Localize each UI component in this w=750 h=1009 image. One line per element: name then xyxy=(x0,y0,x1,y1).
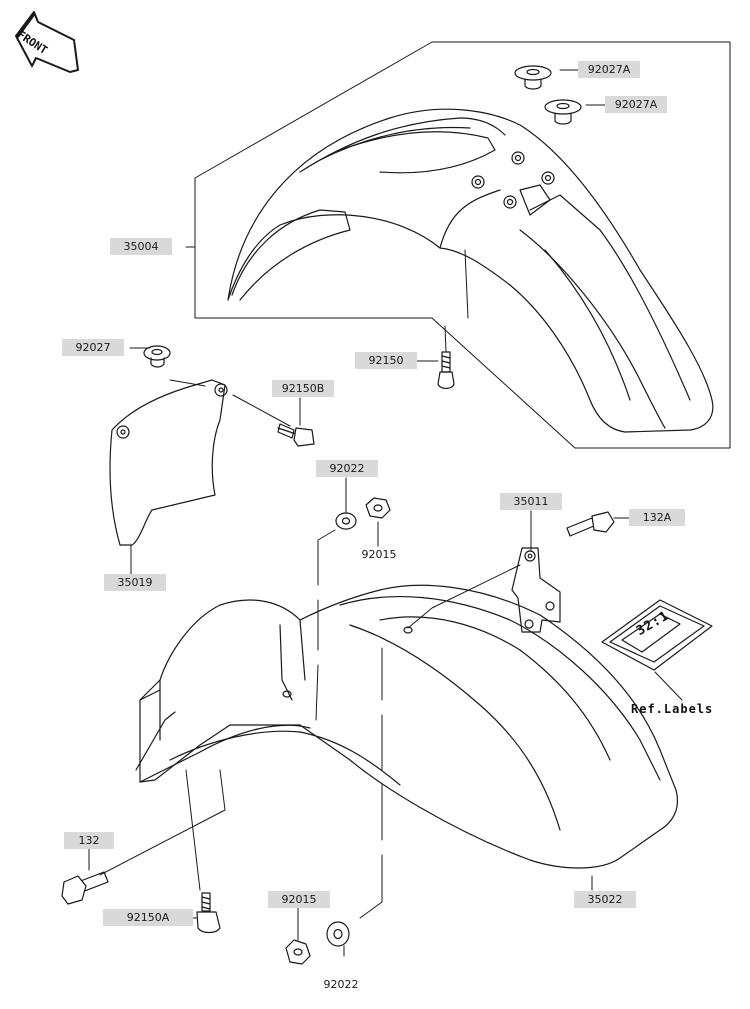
part-label-92022-bottom: 92022 xyxy=(323,978,359,991)
nut-92015-bottom-icon xyxy=(285,939,311,965)
part-label-92015-top: 92015 xyxy=(361,548,397,561)
part-label-92150: 92150 xyxy=(355,352,417,369)
washer-92022-bottom-icon xyxy=(326,921,350,947)
part-label-132: 132 xyxy=(64,832,114,849)
ref-labels-text: Ref.Labels xyxy=(631,702,714,716)
assembly-lines xyxy=(99,529,521,919)
part-label-92027A-second: 92027A xyxy=(605,96,667,113)
bolt-92150A-icon xyxy=(196,892,221,934)
part-label-92022-top: 92022 xyxy=(316,460,378,477)
washer-92022-top-icon xyxy=(335,512,357,530)
part-label-92027A-top: 92027A xyxy=(578,61,640,78)
part-label-35004: 35004 xyxy=(110,238,172,255)
bolt-92150B-icon xyxy=(277,423,315,447)
bolt-132A-icon xyxy=(566,511,615,537)
grommet-92027A-second-icon xyxy=(544,99,582,125)
leader-lines xyxy=(88,69,683,957)
part-label-92015-bottom: 92015 xyxy=(268,891,330,908)
part-label-132A: 132A xyxy=(629,509,685,526)
nut-92015-top-icon xyxy=(365,497,391,519)
grommet-92027A-top-icon xyxy=(514,65,552,90)
front-fender-group-frame xyxy=(194,41,731,449)
reference-decal xyxy=(601,599,713,671)
side-cover-plate-35019 xyxy=(109,379,228,546)
bolt-132-icon xyxy=(61,871,109,905)
part-label-92150A: 92150A xyxy=(103,909,193,926)
part-label-35011: 35011 xyxy=(500,493,562,510)
part-label-35022: 35022 xyxy=(574,891,636,908)
bracket-35011 xyxy=(511,547,561,633)
front-fender-shape xyxy=(227,108,714,433)
bolt-92150-icon xyxy=(437,351,455,390)
rear-fender-shape xyxy=(135,584,679,869)
part-label-92150B: 92150B xyxy=(272,380,334,397)
part-label-35019: 35019 xyxy=(104,574,166,591)
part-label-92027: 92027 xyxy=(62,339,124,356)
grommet-92027-icon xyxy=(143,345,171,368)
front-arrow-icon xyxy=(15,11,79,73)
